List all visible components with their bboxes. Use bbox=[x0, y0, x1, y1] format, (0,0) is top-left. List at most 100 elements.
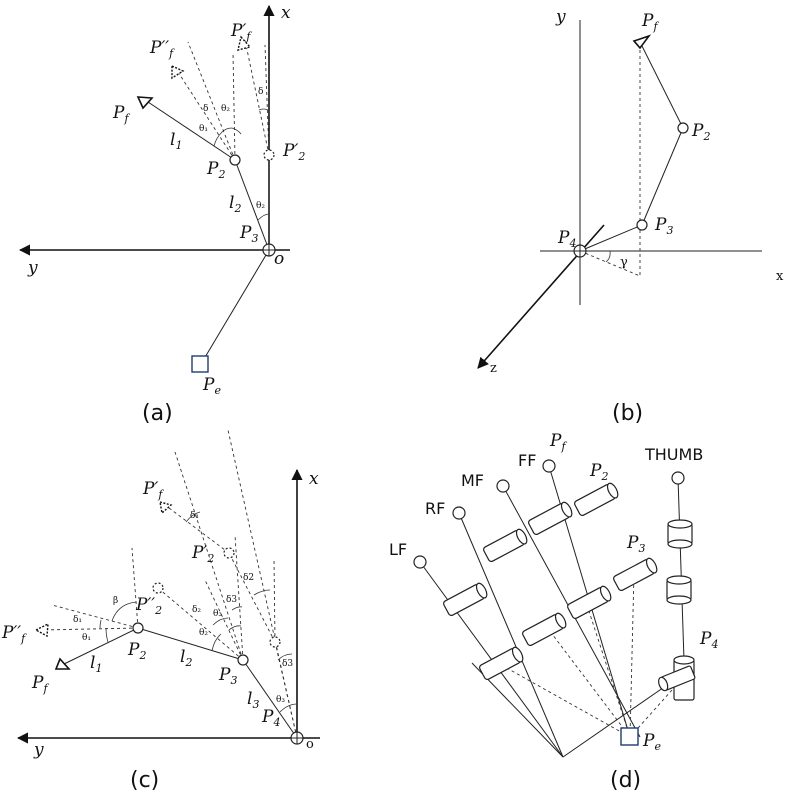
b-pf-triangle bbox=[632, 34, 652, 50]
d-p4-label: P4 bbox=[699, 629, 718, 651]
a-p2-prime-label: P′2 bbox=[282, 141, 305, 163]
c-pf-prime-label: P′f bbox=[142, 479, 164, 501]
b-axis-x-label: x bbox=[776, 269, 784, 284]
c-pf-dprime-label: P′′f bbox=[1, 623, 27, 645]
d-thumb-line bbox=[677, 477, 685, 661]
d-p3-label: P3 bbox=[626, 533, 645, 555]
c-axis-x-label: x bbox=[309, 469, 319, 489]
d-ff-label: FF bbox=[518, 451, 536, 470]
a-arc-delta bbox=[221, 127, 233, 133]
a-arc-theta2 bbox=[231, 127, 242, 135]
c-pf-dprime-triangle bbox=[34, 622, 49, 638]
a-guide-2 bbox=[232, 51, 236, 161]
d-lf-segments bbox=[443, 582, 524, 680]
b-caption: (b) bbox=[612, 401, 643, 426]
c-delta3-base-label: δ3 bbox=[282, 659, 293, 669]
a-theta2-base-label: θ₂ bbox=[256, 201, 265, 211]
c-theta1-label: θ₁ bbox=[82, 633, 91, 643]
a-pf-dprime-label: P′′f bbox=[149, 38, 175, 60]
c-guide-4 bbox=[204, 579, 244, 661]
b-proj-ground bbox=[579, 250, 641, 277]
a-pf-triangle bbox=[136, 96, 154, 110]
c-p2-label: P2 bbox=[127, 640, 146, 662]
b-axis-z-label: z bbox=[490, 361, 497, 376]
c-link-l1-prime bbox=[164, 504, 230, 554]
a-link-pe bbox=[200, 249, 270, 365]
c-arc-delta3-base bbox=[277, 653, 293, 661]
c-arc-delta1-top bbox=[185, 511, 201, 523]
c-guide-5 bbox=[273, 559, 276, 643]
a-link-l1 bbox=[144, 99, 236, 161]
a-joint-p2-prime bbox=[263, 149, 275, 161]
a-arc-theta1 bbox=[213, 131, 223, 147]
c-joint-p3-prime bbox=[269, 636, 281, 648]
b-p4-label: P4 bbox=[557, 228, 576, 250]
a-delta-prime-label: δ bbox=[258, 87, 263, 97]
c-caption: (c) bbox=[130, 768, 159, 793]
c-axis-y-label: y bbox=[33, 740, 44, 760]
c-arc-theta3-base bbox=[279, 703, 298, 713]
d-ff-tip bbox=[542, 459, 556, 473]
a-l1-label: l1 bbox=[170, 130, 182, 152]
d-ff-to-pe bbox=[629, 572, 635, 738]
c-delta3-top-label: δ3 bbox=[226, 595, 237, 605]
c-arc-theta1 bbox=[105, 627, 109, 643]
c-guide-3 bbox=[234, 534, 244, 661]
d-pe-square bbox=[620, 727, 639, 746]
c-delta1-top-label: δ₁ bbox=[190, 511, 199, 521]
a-pf-prime-triangle bbox=[237, 35, 252, 51]
c-delta2s-label: δ₂ bbox=[192, 605, 201, 615]
c-pf-label: Pf bbox=[31, 673, 49, 695]
a-axis-x-label: x bbox=[281, 3, 291, 23]
c-p2-dprime-label: P′′2 bbox=[135, 595, 162, 617]
d-finger-rf-line bbox=[458, 512, 564, 758]
a-axis-y-label: y bbox=[27, 258, 38, 278]
a-arc-delta-prime bbox=[258, 108, 269, 111]
d-thumb-segments bbox=[658, 519, 696, 701]
c-p2-prime-label: P′2 bbox=[191, 543, 214, 565]
panel-b: y x z Pf P2 P3 P4 γ (b) bbox=[477, 7, 784, 426]
d-pf-label: Pf bbox=[549, 431, 567, 453]
a-caption: (a) bbox=[142, 401, 173, 426]
d-mf-segments bbox=[528, 501, 612, 619]
c-theta3-base-label: θ₃ bbox=[276, 695, 285, 705]
c-pf-triangle bbox=[54, 657, 71, 670]
a-pf-prime-label: P′f bbox=[230, 21, 252, 43]
c-theta2-label: θ₂ bbox=[199, 628, 208, 638]
c-joint-p2-dprime bbox=[152, 582, 164, 594]
panel-d: THUMB FF MF RF LF Pf P2 P3 P4 Pe (d) bbox=[389, 431, 718, 793]
b-joint-p2 bbox=[677, 122, 689, 134]
b-axis-y-label: y bbox=[555, 7, 566, 27]
d-mf-tip bbox=[496, 479, 510, 493]
d-lf-tip bbox=[413, 555, 427, 569]
c-arc-delta3-top bbox=[231, 606, 243, 611]
c-joint-p2-prime bbox=[223, 547, 235, 559]
c-guide-6 bbox=[131, 547, 139, 629]
d-thumb-to-pe bbox=[629, 689, 673, 738]
a-link-l1-dprime bbox=[177, 71, 236, 161]
d-p2-label: P2 bbox=[589, 461, 608, 483]
b-link-p3-p4 bbox=[579, 224, 643, 252]
d-rf-to-pe bbox=[584, 598, 631, 738]
d-caption: (d) bbox=[610, 768, 641, 793]
c-link-l2-dprime bbox=[157, 587, 244, 661]
c-l2-label: l2 bbox=[180, 647, 192, 669]
panel-c: x y o Pf P′f P′′f P′2 P′′2 P2 P3 P4 l1 l… bbox=[1, 429, 320, 793]
a-pf-dprime-triangle bbox=[171, 64, 185, 80]
c-link-l1-dprime bbox=[41, 627, 139, 631]
a-pe-label: Pe bbox=[202, 375, 221, 397]
c-beta-label: β bbox=[113, 596, 118, 606]
b-gamma-label: γ bbox=[620, 255, 628, 270]
b-joint-p3 bbox=[636, 219, 648, 231]
d-rf-label: RF bbox=[425, 499, 445, 518]
c-joint-p2 bbox=[132, 622, 144, 634]
c-l1-label: l1 bbox=[90, 653, 102, 675]
c-arc-theta2 bbox=[211, 633, 222, 652]
a-guide-3 bbox=[264, 44, 270, 156]
a-origin-label: o bbox=[274, 249, 284, 269]
b-link-p2-p3 bbox=[641, 127, 684, 226]
d-pe-label: Pe bbox=[642, 731, 661, 753]
d-thumb-label: THUMB bbox=[644, 445, 703, 464]
a-l2-label: l2 bbox=[229, 193, 241, 215]
